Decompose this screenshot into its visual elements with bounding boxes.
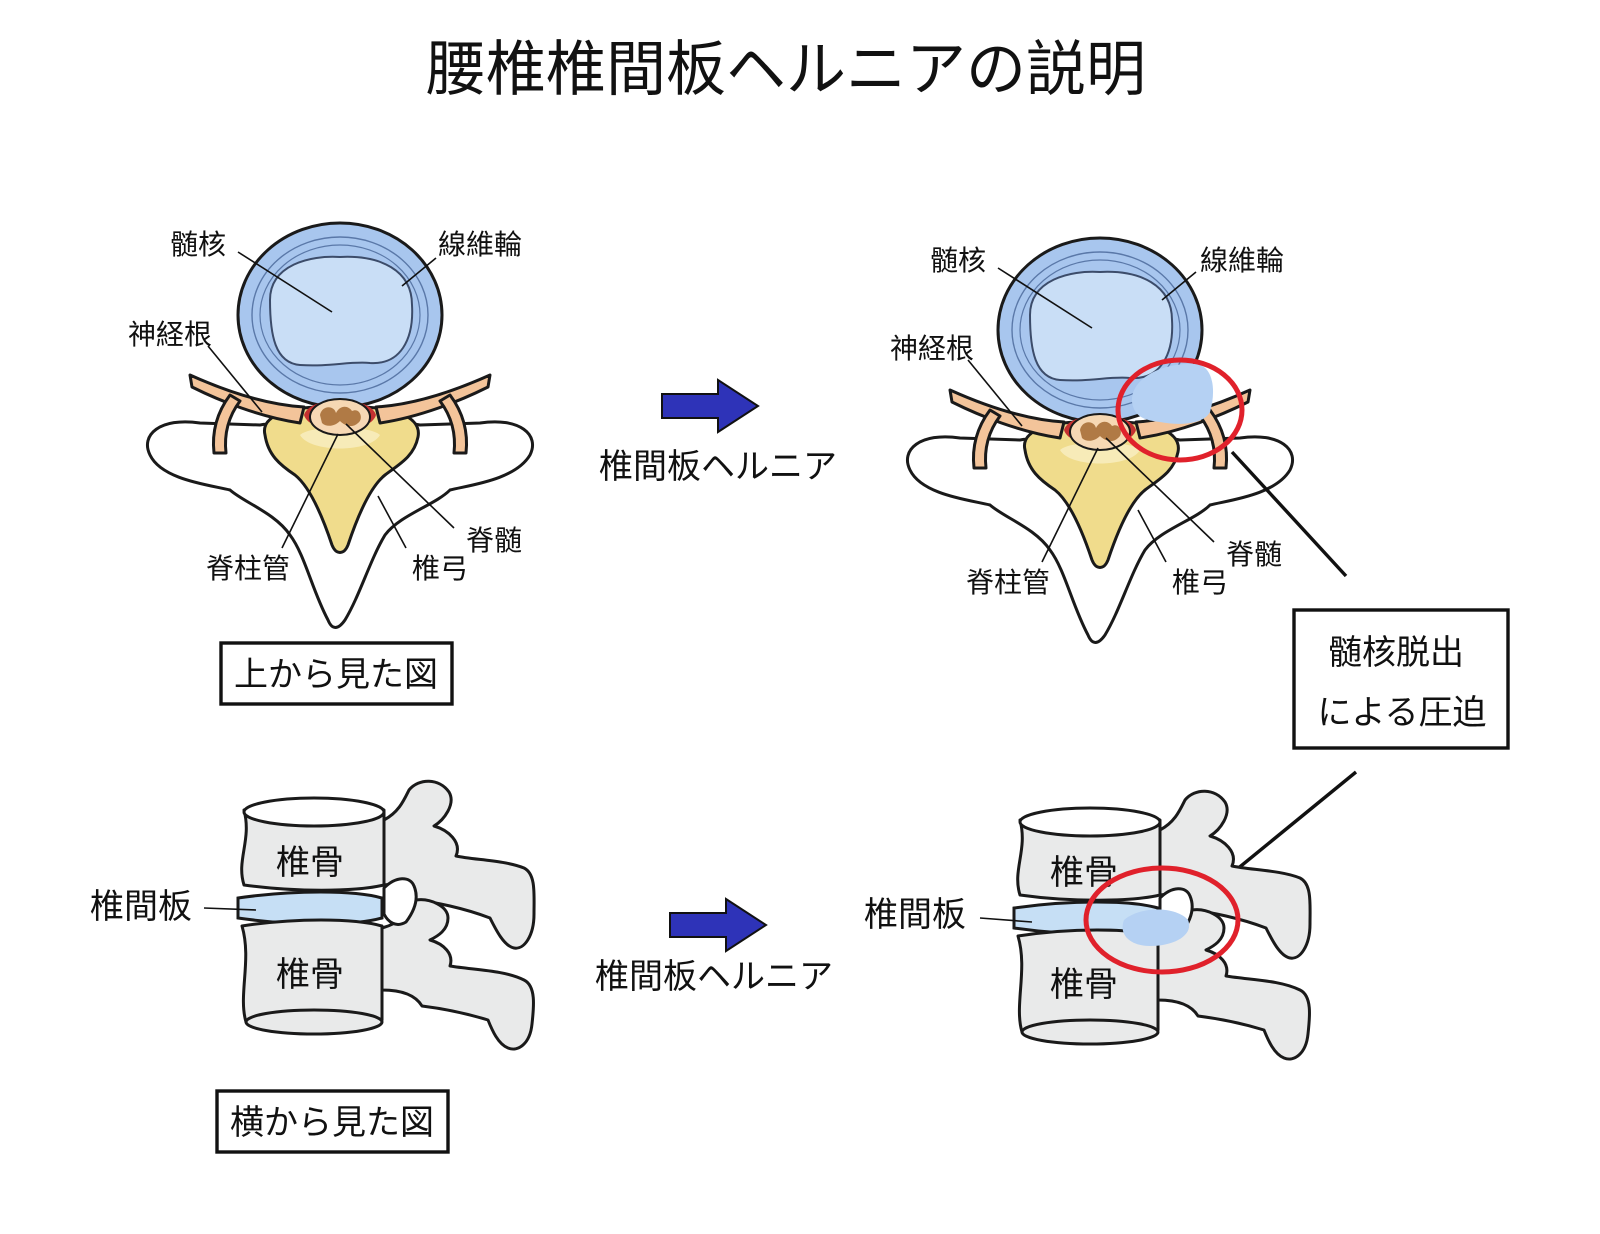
arrow-label-top: 椎間板ヘルニア <box>599 447 837 487</box>
label-nucleus-2: 髄核 <box>930 244 986 277</box>
page-title: 腰椎椎間板ヘルニアの説明 <box>426 35 1146 105</box>
highlight-ring-top <box>1115 357 1245 463</box>
label-vertebra-upper-2: 椎骨 <box>1050 853 1118 893</box>
label-vertebra-lower-2: 椎骨 <box>1050 965 1118 1005</box>
arrow-top <box>661 379 759 433</box>
caption-box-top <box>219 641 454 706</box>
label-nerve-root: 神経根 <box>128 318 212 351</box>
side-view-normal: 椎骨 椎骨 椎間板 <box>90 779 536 1051</box>
callout-line-1: 髄核脱出 <box>1328 633 1464 673</box>
label-vertebra-upper: 椎骨 <box>276 843 344 883</box>
label-lamina: 椎弓 <box>412 552 468 585</box>
label-spinal-cord-2: 脊髄 <box>1226 538 1282 571</box>
label-disc-2: 椎間板 <box>864 895 966 935</box>
label-nerve-root-2: 神経根 <box>890 332 974 365</box>
arrow-bottom <box>669 898 767 952</box>
arrow-label-bottom: 椎間板ヘルニア <box>595 957 833 997</box>
caption-top-view: 上から見た図 <box>234 655 438 695</box>
label-lamina-2: 椎弓 <box>1172 566 1228 599</box>
label-spinal-canal-2: 脊柱管 <box>966 566 1050 599</box>
label-disc: 椎間板 <box>90 887 192 927</box>
callout-box <box>1292 608 1510 750</box>
label-spinal-cord: 脊髄 <box>466 524 522 557</box>
top-view-normal: 髄核 線維輪 神経根 脊髄 脊柱管 椎弓 <box>128 221 535 629</box>
label-annulus: 線維輪 <box>438 228 522 261</box>
label-nucleus: 髄核 <box>170 228 226 261</box>
caption-side-view: 横から見た図 <box>230 1103 434 1143</box>
top-view-herniated: 髄核 線維輪 神経根 脊髄 脊柱管 椎弓 <box>890 236 1348 644</box>
label-vertebra-lower: 椎骨 <box>276 955 344 995</box>
label-spinal-canal: 脊柱管 <box>206 552 290 585</box>
caption-box-bottom <box>215 1089 450 1154</box>
side-view-herniated: 椎骨 椎骨 椎間板 <box>864 789 1312 1061</box>
callout-line-2: による圧迫 <box>1318 693 1487 733</box>
label-annulus-2: 線維輪 <box>1200 244 1284 277</box>
highlight-ring-side <box>1083 865 1241 975</box>
